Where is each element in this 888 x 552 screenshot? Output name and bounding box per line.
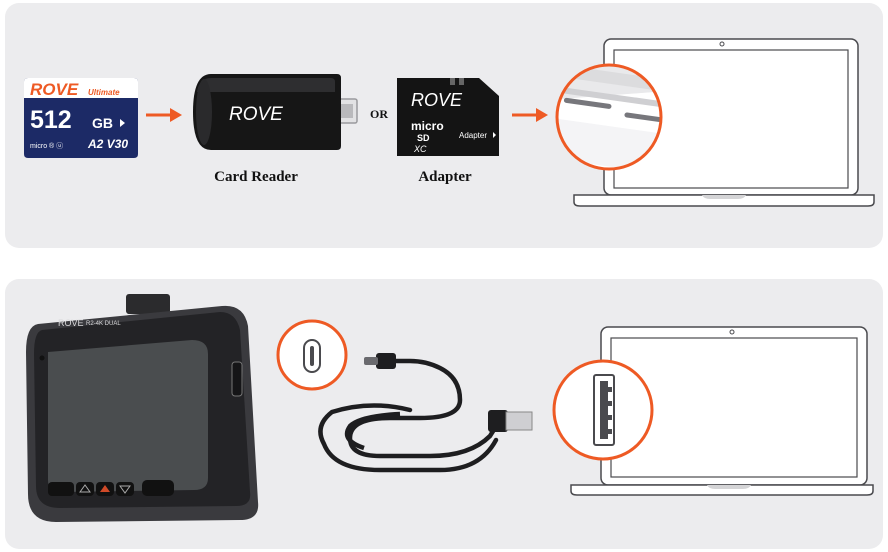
- usb-c-port-magnifier: [276, 319, 348, 391]
- sd-card-specs: A2 V30: [87, 137, 128, 151]
- usb-port-magnifier: [552, 359, 654, 461]
- sd-adapter-micro: micro: [411, 119, 444, 133]
- laptop-top-image: [573, 38, 875, 207]
- sd-card-line: Ultimate: [88, 88, 120, 97]
- sd-card-unit: GB: [92, 115, 113, 131]
- sd-card-brand: ROVE: [30, 80, 79, 99]
- sd-adapter-tag: Adapter: [459, 131, 487, 140]
- usb-cable-image: [318, 353, 533, 473]
- sd-adapter-image: ROVE micro SD XC Adapter: [397, 78, 499, 156]
- dashcam-brand: ROVE: [58, 318, 84, 328]
- adapter-caption: Adapter: [418, 169, 472, 185]
- sd-slot-magnifier: [555, 63, 663, 171]
- dashcam-model: R2-4K DUAL: [86, 321, 121, 327]
- laptop-bottom-image: [570, 326, 874, 496]
- micro-sd-card: ROVE Ultimate 512 GB A2 V30 micro ® ⓤ: [24, 78, 138, 158]
- sd-adapter-xc: XC: [413, 144, 427, 154]
- arrow-right-icon: [146, 108, 182, 122]
- sd-card-capacity: 512: [30, 106, 72, 134]
- dashcam-image: ROVE R2-4K DUAL: [26, 294, 259, 522]
- sd-adapter-brand: ROVE: [411, 90, 463, 110]
- sd-adapter-sd: SD: [417, 133, 430, 143]
- card-reader-caption: Card Reader: [214, 169, 298, 185]
- card-reader-image: ROVE: [193, 74, 358, 150]
- arrow-right-icon: [512, 108, 548, 122]
- card-reader-brand: ROVE: [229, 104, 283, 125]
- svg-text:micro ® ⓤ: micro ® ⓤ: [30, 142, 63, 150]
- or-label: OR: [370, 107, 388, 121]
